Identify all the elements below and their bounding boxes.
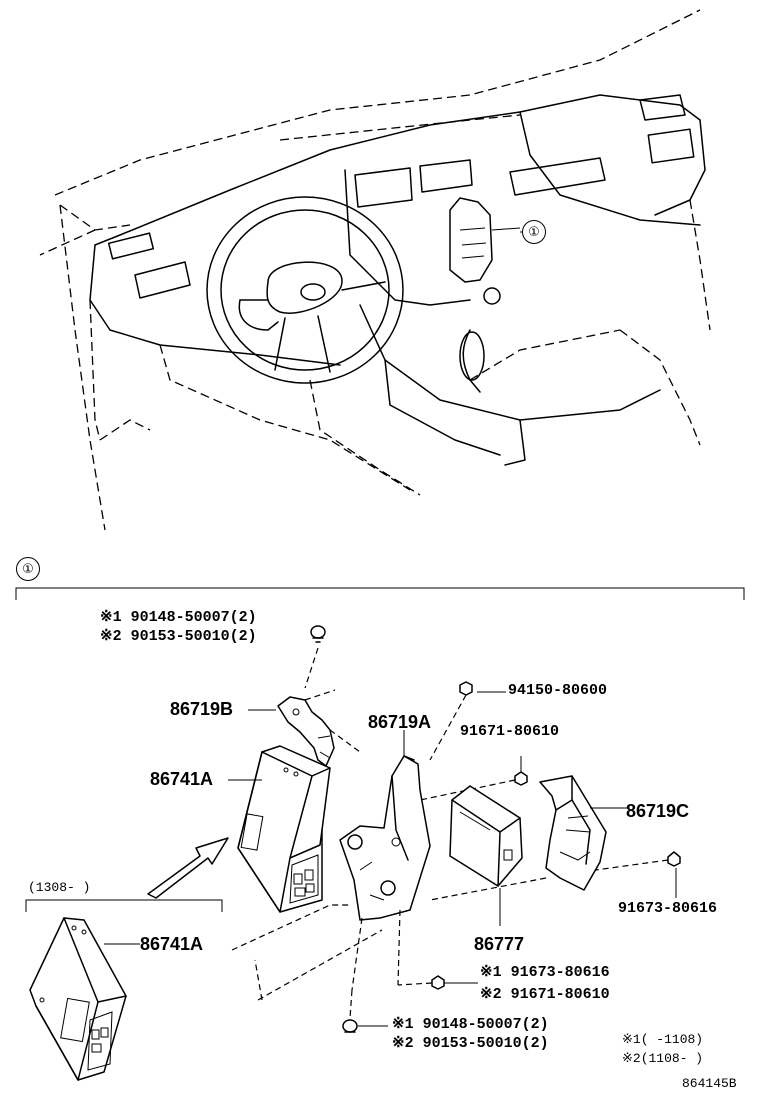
callout-marker-overview: ①: [522, 220, 546, 244]
label-top-bolt-2: ※2 90153-50010(2): [100, 628, 257, 645]
receiver-86741a-alt-drawing: [29, 917, 140, 1081]
dashboard-overview-drawing: [39, 9, 711, 531]
part-label-86741a-main: 86741A: [150, 769, 214, 789]
screw-91671-upper-drawing: [419, 756, 528, 801]
screw-mid-drawing: [397, 975, 478, 990]
label-screw-91671-upper: 91671-80610: [460, 723, 560, 740]
callout-marker-detail: ①: [16, 557, 40, 581]
bracket-86719c-drawing: [539, 775, 628, 891]
receiver-86741a-drawing: [231, 745, 383, 1001]
part-label-86719a: 86719A: [368, 712, 432, 732]
part-label-86719b: 86719B: [170, 699, 234, 719]
screw-91673-right-drawing: [429, 851, 681, 901]
label-screw-91673-right: 91673-80616: [618, 900, 718, 917]
bracket-86719b-drawing: [277, 625, 361, 767]
date-range-label: (1308- ): [28, 880, 91, 895]
label-mid-screw-2: ※2 91671-80610: [480, 986, 610, 1003]
nut-94150-drawing: [429, 681, 473, 761]
label-bottom-bolt-2: ※2 90153-50010(2): [392, 1035, 549, 1052]
note-1: ※1( -1108): [622, 1032, 704, 1047]
label-nut-94150: 94150-80600: [508, 682, 608, 699]
exploded-view-frame: [15, 587, 745, 600]
module-86777-drawing: [449, 785, 523, 926]
bracket-86719a-drawing: [339, 755, 431, 1019]
note-2: ※2(1108- ): [622, 1051, 704, 1066]
label-top-bolt-1: ※1 90148-50007(2): [100, 609, 257, 626]
replacement-arrow: [147, 837, 229, 899]
part-label-86741a-alt: 86741A: [140, 934, 204, 954]
part-label-86777: 86777: [474, 934, 525, 954]
figure-code: 864145B: [682, 1076, 737, 1091]
leader-lines: [228, 231, 528, 781]
bolt-bottom-drawing: [342, 1019, 388, 1033]
label-mid-screw-1: ※1 91673-80616: [480, 964, 610, 981]
part-label-86719c: 86719C: [626, 801, 690, 821]
label-bottom-bolt-1: ※1 90148-50007(2): [392, 1016, 549, 1033]
